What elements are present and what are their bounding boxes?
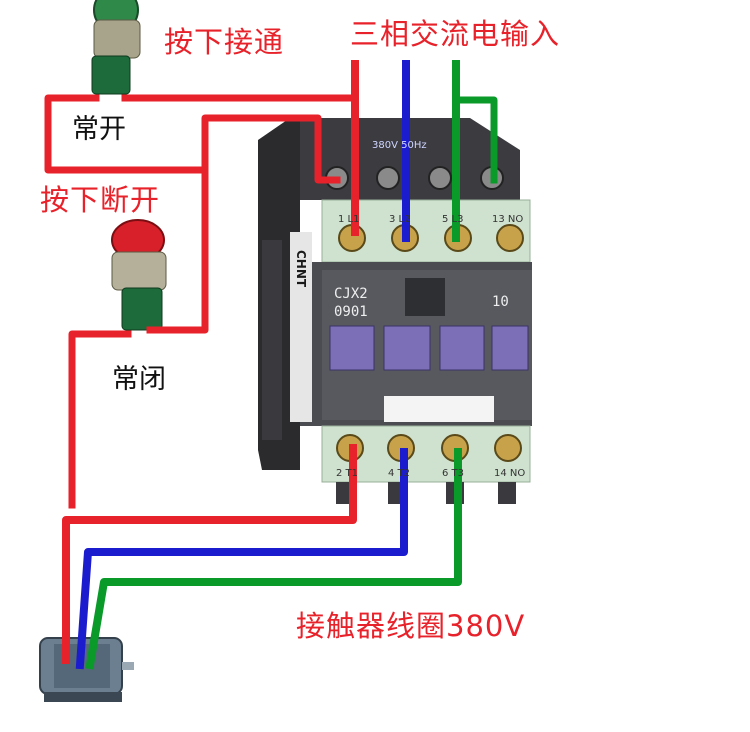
- label-strip: [384, 396, 494, 422]
- terminal-top-1: 1 L1: [338, 214, 359, 225]
- terminal-top-3: 5 L3: [442, 214, 463, 225]
- screw-coil-3: [428, 166, 452, 190]
- screw-bottom-4: [494, 434, 522, 462]
- screw-coil-2: [376, 166, 400, 190]
- screw-top-4: [496, 224, 524, 252]
- model-text: CJX2: [334, 286, 368, 302]
- green-button-normally-open: [91, 0, 141, 95]
- wire-green-to-aux: [452, 96, 498, 184]
- motor-shaft: [122, 662, 134, 670]
- terminal-top-2: 3 L2: [389, 214, 410, 225]
- wire-red-nc-button: [146, 166, 209, 334]
- motor: [39, 637, 134, 702]
- terminal-bottom-1: 2 T1: [336, 468, 358, 479]
- label-press-connect: 按下接通: [164, 25, 285, 59]
- terminal-top-4: 13 NO: [492, 214, 523, 225]
- terminal-bottom-4: 14 NO: [494, 468, 525, 479]
- contact-window-4: [491, 325, 529, 371]
- contact-window-2: [383, 325, 431, 371]
- red-button-thread: [111, 251, 167, 291]
- rating-text: 0901: [334, 304, 368, 320]
- contact-window-3: [439, 325, 485, 371]
- bottom-leg: [498, 482, 516, 504]
- red-button-normally-closed: [111, 219, 167, 331]
- wire-red-nc-to-coil: [68, 330, 132, 509]
- label-normally-open: 常开: [72, 114, 126, 145]
- terminal-bottom-2: 4 T2: [388, 468, 410, 479]
- contactor-printed-text: CJX2 0901 10 CHNT 380V 50Hz 1 L1 3 L2 5 …: [294, 140, 525, 479]
- wire-red-motor: [62, 444, 357, 664]
- green-button-thread: [93, 19, 141, 59]
- motor-base: [44, 692, 122, 702]
- side-rail: [262, 240, 282, 440]
- red-button-body: [121, 287, 163, 331]
- wires: [44, 60, 498, 670]
- aux-contact-text: 10: [492, 294, 509, 310]
- label-press-disconnect: 按下断开: [40, 183, 161, 217]
- side-label: [290, 232, 312, 422]
- center-window: [405, 278, 445, 316]
- coil-tag-text: 380V 50Hz: [372, 140, 427, 151]
- label-three-phase-input: 三相交流电输入: [350, 17, 561, 51]
- label-normally-closed: 常闭: [112, 364, 166, 395]
- brand-text: CHNT: [294, 250, 308, 288]
- wire-green-motor: [85, 448, 462, 670]
- label-coil-voltage: 接触器线圈380V: [296, 609, 526, 643]
- green-button-body: [91, 55, 131, 95]
- wire-blue-motor: [75, 448, 408, 670]
- contact-window-1: [329, 325, 375, 371]
- wire-red-green-to-red: [44, 94, 341, 184]
- terminal-bottom-3: 6 T3: [442, 468, 464, 479]
